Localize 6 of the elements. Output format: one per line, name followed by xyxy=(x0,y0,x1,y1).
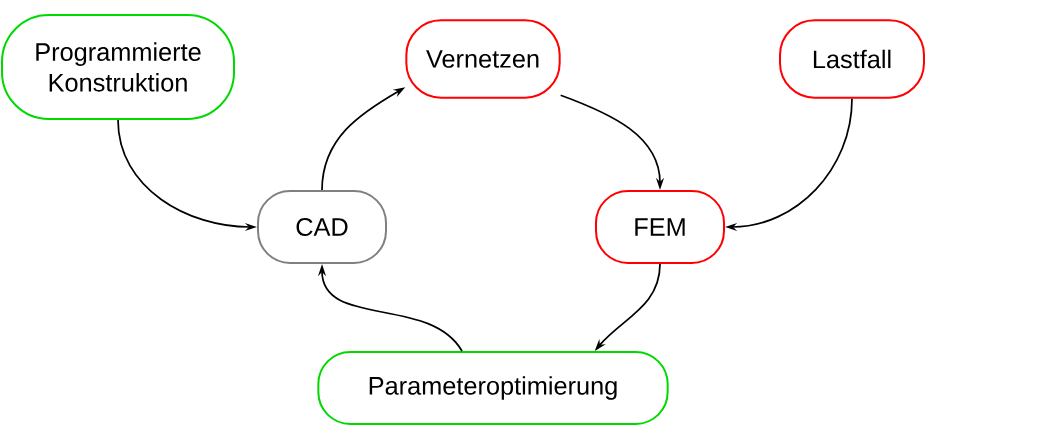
process-box: Parameteroptimierung xyxy=(317,351,669,425)
process-box: Vernetzen xyxy=(405,19,561,99)
process-box: Programmierte Konstruktion xyxy=(1,14,235,120)
process-box: FEM xyxy=(595,190,725,264)
process-box: Lastfall xyxy=(779,19,925,99)
process-box: CAD xyxy=(257,190,387,264)
